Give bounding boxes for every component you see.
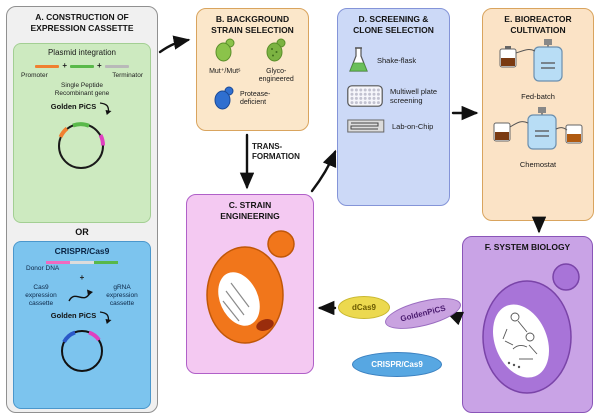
panel-d-title-text: D. SCREENING & CLONE SELECTION bbox=[353, 14, 434, 35]
screening-label: Multiwell plate screening bbox=[390, 87, 438, 106]
donor-dna-label: Donor DNA bbox=[26, 265, 60, 272]
curved-down-arrow-icon bbox=[100, 102, 112, 116]
panel-d-title: D. SCREENING & CLONE SELECTION bbox=[338, 9, 449, 35]
cassettes-row: Cas9 expression cassette gRNA expression… bbox=[14, 284, 150, 308]
plus-sign: + bbox=[97, 61, 102, 70]
bioreactor-label: Fed-batch bbox=[521, 92, 555, 102]
panel-f-title: F. SYSTEM BIOLOGY bbox=[463, 237, 592, 253]
plasmid-icon bbox=[61, 329, 103, 372]
donor-segment-green bbox=[94, 261, 118, 264]
panel-strain-engineering: C. STRAIN ENGINEERING bbox=[186, 194, 314, 374]
plasmid-integration-title: Plasmid integration bbox=[47, 48, 117, 57]
cassette-parts: + + bbox=[14, 62, 150, 70]
cas9-cassette-label: Cas9 expression cassette bbox=[25, 284, 57, 308]
terminator-label: Terminator bbox=[112, 72, 143, 79]
transformation-label: TRANS-FORMATION bbox=[252, 142, 300, 161]
panel-c-title-text: C. STRAIN ENGINEERING bbox=[220, 200, 280, 221]
donor-dna-segments bbox=[14, 261, 150, 264]
strain-mut: Mut⁺/Mutˢ bbox=[203, 38, 247, 84]
screening-label: Shake-flask bbox=[377, 55, 417, 65]
system-biology-yeast-cell-icon bbox=[481, 262, 580, 394]
gene-segment bbox=[70, 64, 94, 68]
panel-b-title: B. BACKGROUND STRAIN SELECTION bbox=[197, 9, 308, 35]
omics-network-sketch bbox=[502, 312, 537, 360]
chemostat-bioreactor-icon bbox=[493, 107, 583, 150]
shake-flask-icon bbox=[349, 47, 368, 72]
strain-label: Protease-deficient bbox=[240, 90, 271, 106]
panel-c-title: C. STRAIN ENGINEERING bbox=[187, 195, 313, 221]
tool-dcas9: dCas9 bbox=[338, 296, 390, 319]
screening-item-flask: Shake-flask bbox=[347, 46, 449, 74]
grna-cassette-label: gRNA expression cassette bbox=[106, 284, 138, 308]
engineered-yeast-cell-icon bbox=[206, 230, 295, 344]
golden-pics-row: Golden PiCS bbox=[14, 102, 150, 116]
panel-e-title: E. BIOREACTOR CULTIVATION bbox=[483, 9, 593, 35]
yeast-cell-icon bbox=[215, 38, 235, 62]
panel-background-strain: B. BACKGROUND STRAIN SELECTION Mut⁺/Mutˢ… bbox=[196, 8, 309, 131]
panel-system-biology: F. SYSTEM BIOLOGY bbox=[462, 236, 593, 413]
recombinant-gene-label: Recombinant gene bbox=[54, 90, 110, 98]
single-peptide-label: Single Peptide bbox=[61, 82, 103, 90]
promoter-label: Promoter bbox=[21, 72, 48, 79]
strain-label: Glyco-engineered bbox=[258, 68, 294, 84]
multiwell-plate-icon bbox=[347, 85, 383, 108]
fed-batch-bioreactor-icon bbox=[499, 39, 563, 82]
strain-row-bottom: Protease-deficient bbox=[197, 86, 308, 110]
screening-item-chip: Lab-on-Chip bbox=[347, 118, 449, 134]
plus-sign: + bbox=[62, 61, 67, 70]
donor-segment-pink bbox=[46, 261, 70, 264]
curved-down-arrow-icon bbox=[100, 310, 112, 324]
plasmid-icon bbox=[58, 122, 105, 170]
bioreactor-label: Chemostat bbox=[519, 160, 557, 170]
joining-squiggle-icon bbox=[68, 289, 93, 302]
tool-crispr-cas9: CRISPR/Cas9 bbox=[352, 352, 442, 377]
yeast-cell-blue-icon bbox=[214, 86, 234, 110]
plasmid-integration-panel: Plasmid integration + + Promoter Termina… bbox=[13, 43, 151, 223]
promoter-segment bbox=[35, 64, 60, 68]
or-label: OR bbox=[75, 227, 89, 237]
golden-pics-label: Golden PiCS bbox=[50, 102, 97, 112]
panel-construction-cassette: A. CONSTRUCTION OF EXPRESSION CASSETTE P… bbox=[6, 6, 158, 413]
part-labels-row: Promoter Terminator bbox=[14, 70, 150, 80]
screening-label: Lab-on-Chip bbox=[392, 121, 434, 131]
lab-on-chip-icon bbox=[347, 119, 385, 133]
panel-bioreactor: E. BIOREACTOR CULTIVATION Fed-batch bbox=[482, 8, 594, 221]
panel-b-title-text: B. BACKGROUND STRAIN SELECTION bbox=[211, 14, 294, 35]
strain-glyco: Glyco-engineered bbox=[250, 38, 302, 84]
tool-goldenpics: GoldenPiCS bbox=[382, 291, 464, 336]
strain-row-top: Mut⁺/Mutˢ Glyco-engineered bbox=[197, 38, 308, 84]
yeast-cell-glyco-icon bbox=[266, 38, 286, 62]
crispr-panel-title: CRISPR/Cas9 bbox=[54, 246, 110, 256]
screening-item-plate: Multiwell plate screening bbox=[347, 85, 449, 108]
golden-pics-row: Golden PiCS bbox=[14, 311, 150, 325]
panel-a-title-text: A. CONSTRUCTION OF EXPRESSION CASSETTE bbox=[30, 12, 134, 33]
donor-segment-gray bbox=[70, 261, 94, 264]
arrow-c-to-d bbox=[310, 149, 337, 193]
strain-label: Mut⁺/Mutˢ bbox=[209, 68, 241, 76]
arrow-a-to-b bbox=[158, 35, 191, 54]
terminator-segment bbox=[104, 64, 129, 68]
panel-e-title-text: E. BIOREACTOR CULTIVATION bbox=[504, 14, 572, 35]
plus-sign: + bbox=[79, 273, 85, 283]
crispr-cassette-panel: CRISPR/Cas9 Donor DNA + Cas9 expression … bbox=[13, 241, 151, 409]
panel-screening: D. SCREENING & CLONE SELECTION Shake-fla… bbox=[337, 8, 450, 206]
panel-f-title-text: F. SYSTEM BIOLOGY bbox=[484, 242, 571, 252]
panel-a-title: A. CONSTRUCTION OF EXPRESSION CASSETTE bbox=[7, 7, 157, 33]
golden-pics-label: Golden PiCS bbox=[50, 310, 97, 320]
